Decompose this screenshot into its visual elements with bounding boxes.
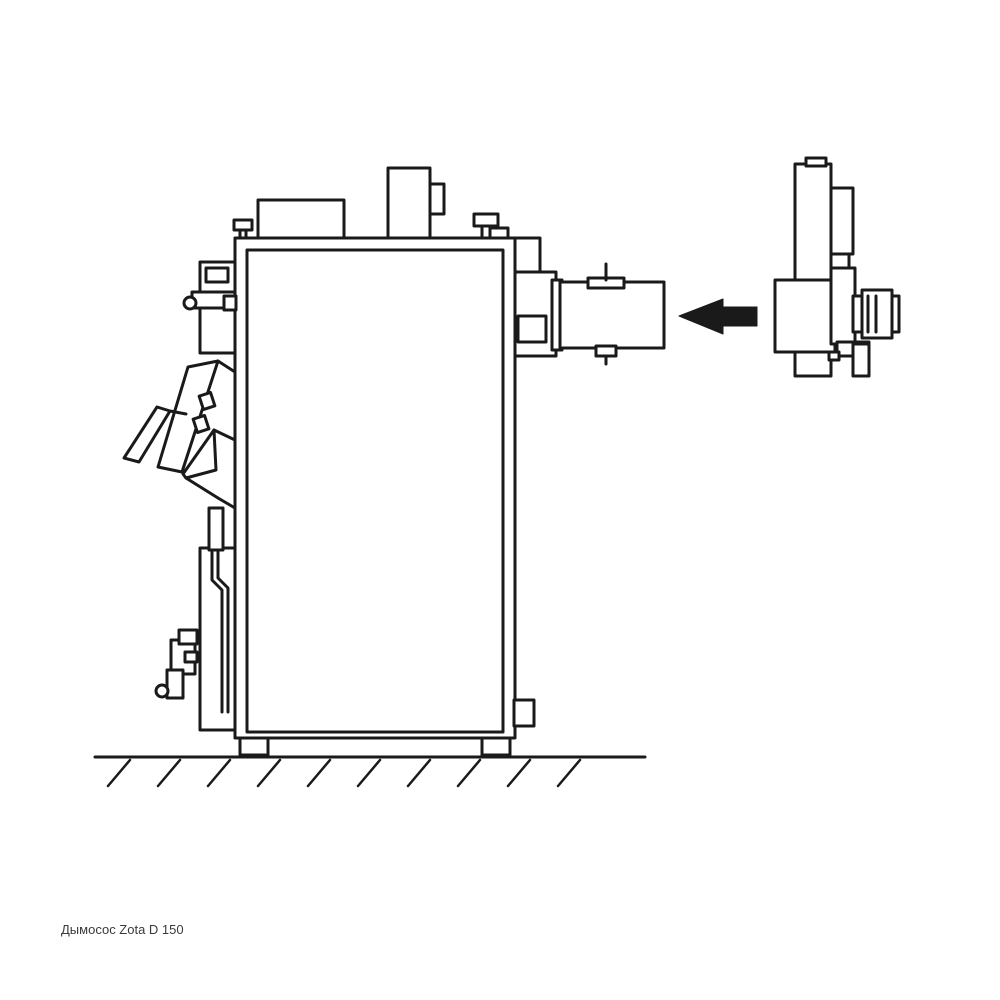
chimney-pipe-top bbox=[386, 166, 446, 240]
bottom-fitting bbox=[512, 698, 536, 728]
upper-hinge-assembly bbox=[182, 260, 238, 355]
exhauster-housing bbox=[829, 266, 857, 346]
exhauster-small-bolt bbox=[827, 350, 841, 362]
top-knob-right bbox=[472, 212, 510, 240]
boiler bbox=[122, 166, 666, 757]
boiler-body-inner bbox=[245, 248, 505, 734]
top-panel-box bbox=[256, 198, 346, 240]
floor bbox=[93, 755, 647, 788]
smoke-exhauster bbox=[773, 156, 901, 378]
flue-outlet bbox=[510, 236, 666, 366]
floor-hatching bbox=[106, 758, 582, 788]
exhauster-top-box bbox=[829, 186, 855, 256]
arrow-left-icon bbox=[678, 298, 758, 335]
top-knob-left bbox=[232, 218, 254, 240]
exhauster-top-tab bbox=[829, 252, 851, 270]
ash-door bbox=[154, 506, 237, 732]
exhauster-handle-grip bbox=[851, 342, 871, 378]
caption: Дымосос Zota D 150 bbox=[61, 922, 184, 937]
loading-door bbox=[122, 359, 237, 510]
exhauster-top-clip bbox=[804, 156, 828, 168]
exhauster-plate bbox=[773, 278, 837, 354]
